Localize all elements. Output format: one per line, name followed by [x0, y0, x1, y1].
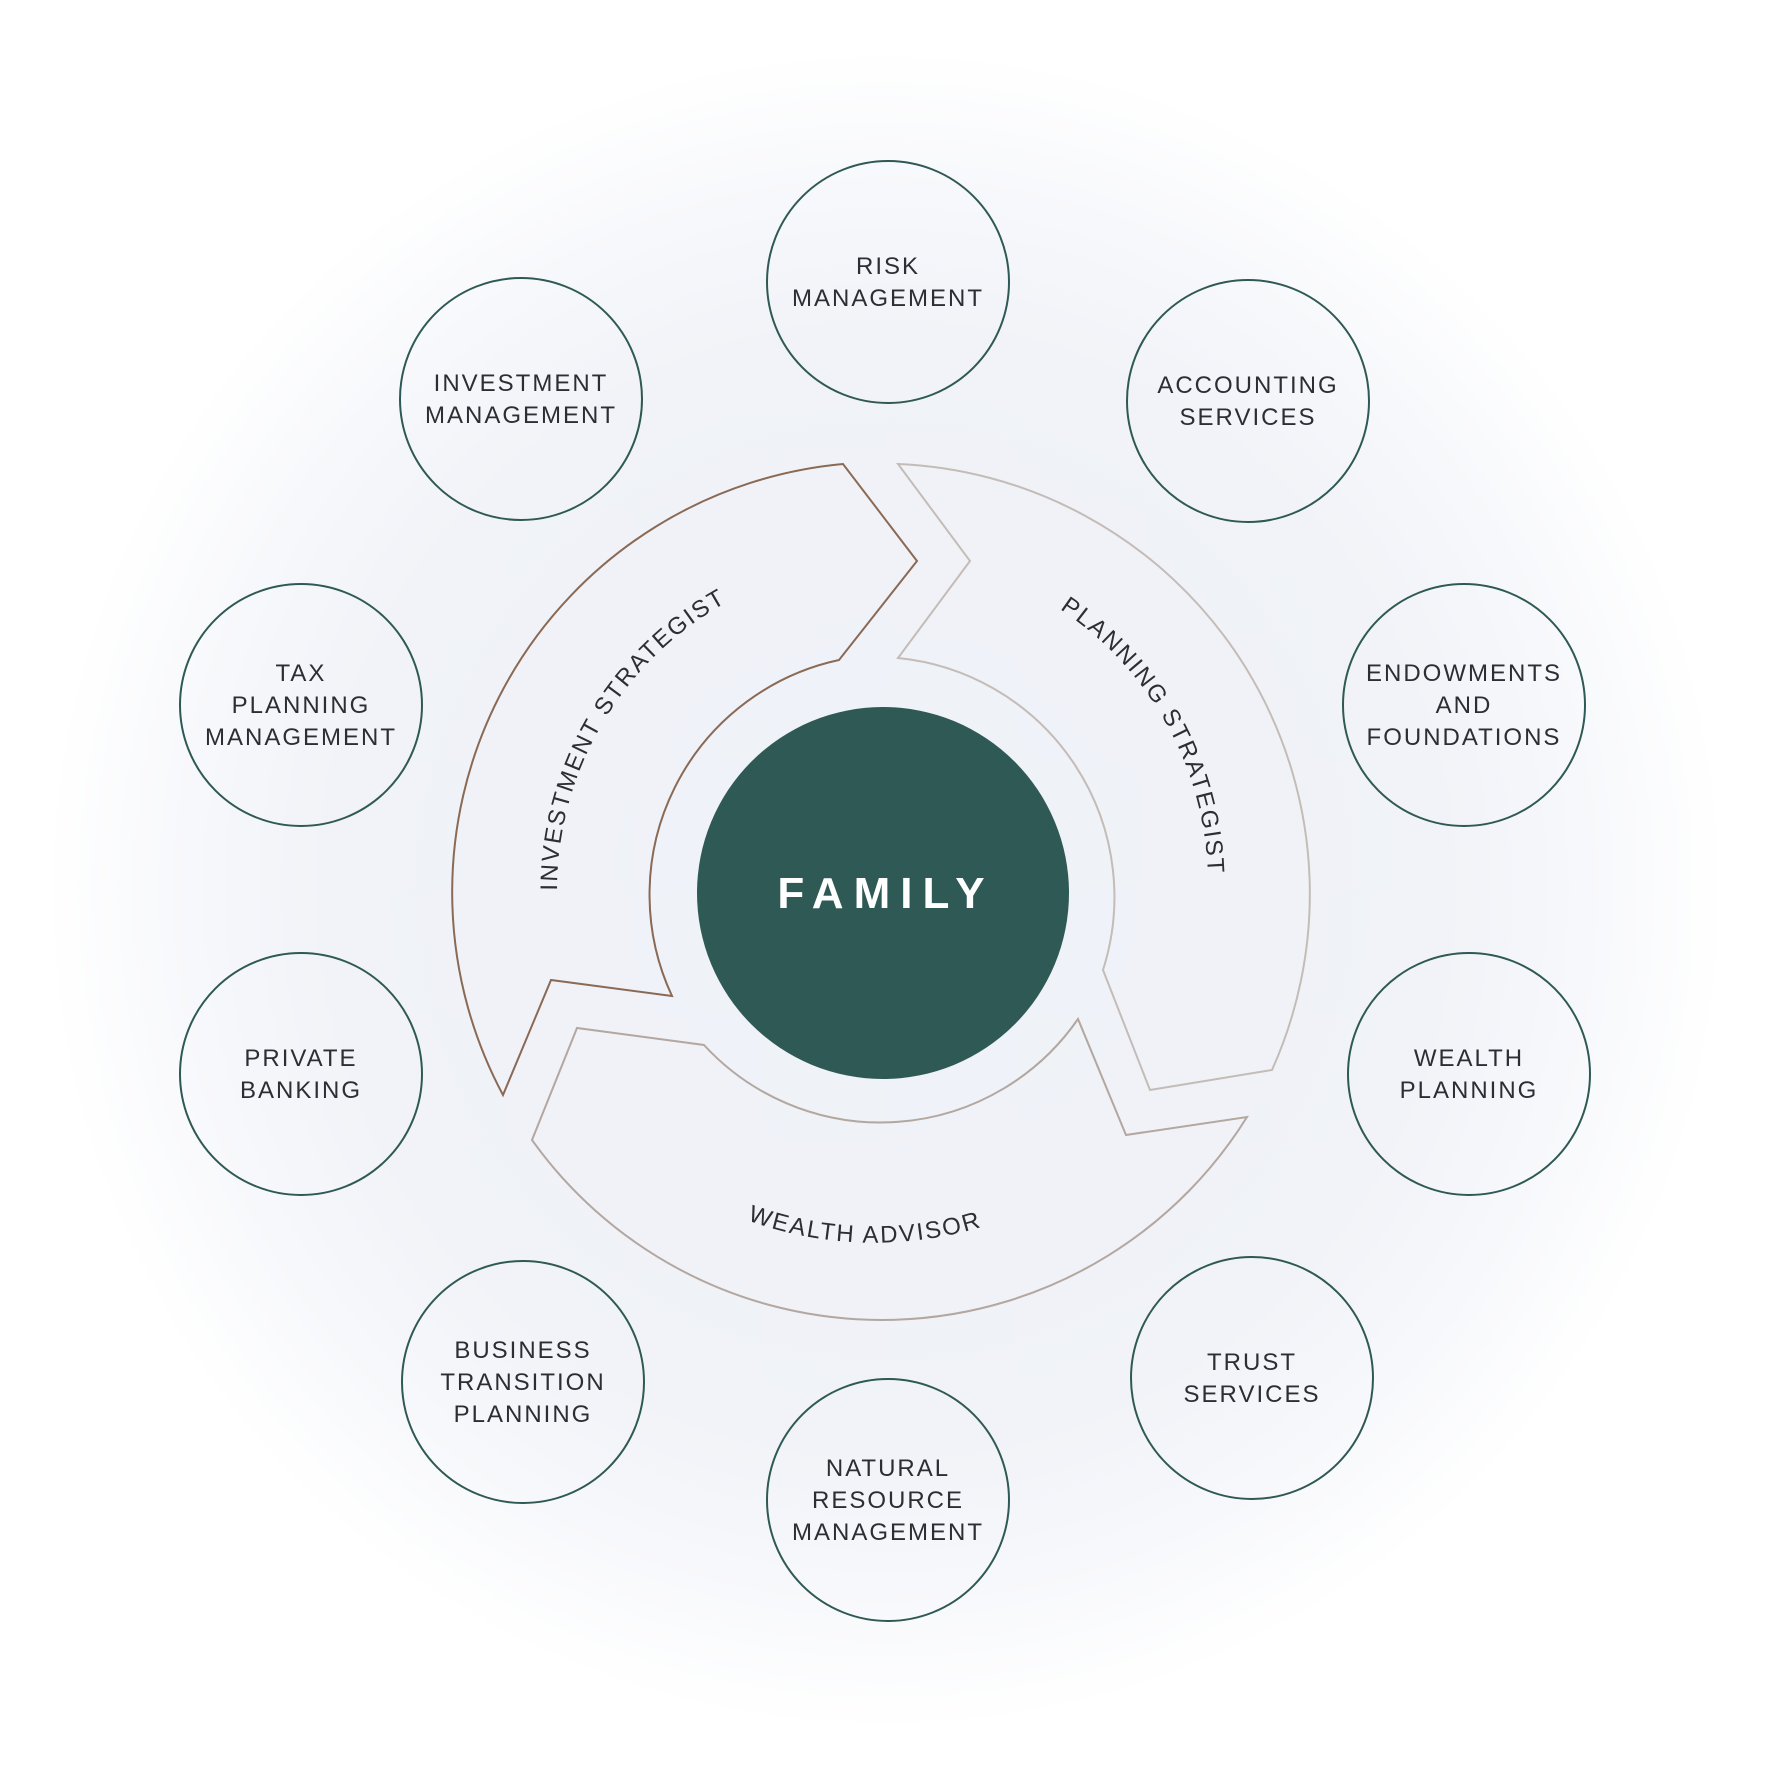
service-label-line: WEALTH [1414, 1045, 1524, 1072]
service-label-line: MANAGEMENT [425, 402, 617, 429]
investment-strategist-arrow [451, 462, 919, 1098]
service-label: NATURAL RESOURCE MANAGEMENT [792, 1455, 984, 1546]
service-circle [1130, 1256, 1374, 1500]
service-circle [179, 952, 423, 1196]
service-accounting: ACCOUNTING SERVICES [1126, 279, 1370, 523]
service-label-line: MANAGEMENT [792, 1519, 984, 1546]
service-label-line: NATURAL [826, 1455, 950, 1482]
service-label: ENDOWMENTS AND FOUNDATIONS [1366, 660, 1562, 751]
service-label: WEALTH PLANNING [1400, 1045, 1539, 1104]
service-label-line: SERVICES [1180, 404, 1317, 431]
service-label-line: MANAGEMENT [792, 285, 984, 312]
service-circle [766, 160, 1010, 404]
service-endowments: ENDOWMENTS AND FOUNDATIONS [1342, 583, 1586, 827]
family-center-circle [697, 707, 1069, 1079]
planning-strategist-label-text: PLANNING STRATEGIST [1056, 592, 1227, 876]
planning-strategist-label: PLANNING STRATEGIST [1056, 592, 1229, 876]
service-label-line: BUSINESS [454, 1337, 591, 1364]
service-circle [1347, 952, 1591, 1196]
service-trust: TRUST SERVICES [1130, 1256, 1374, 1500]
service-label: RISK MANAGEMENT [792, 253, 984, 312]
service-label-line: AND [1436, 692, 1493, 719]
service-label: TRUST SERVICES [1184, 1349, 1321, 1408]
service-circle [401, 1260, 645, 1504]
service-label-line: INVESTMENT [434, 370, 609, 397]
service-circle [1126, 279, 1370, 523]
service-circle [766, 1378, 1010, 1622]
service-label-line: MANAGEMENT [205, 724, 397, 751]
service-label-line: RESOURCE [812, 1487, 964, 1514]
service-label: PRIVATE BANKING [240, 1045, 362, 1104]
service-investment-management: INVESTMENT MANAGEMENT [399, 277, 643, 521]
service-label-line: PLANNING [454, 1401, 593, 1428]
service-natural-resource: NATURAL RESOURCE MANAGEMENT [766, 1378, 1010, 1622]
service-label: BUSINESS TRANSITION PLANNING [440, 1337, 605, 1428]
service-label-line: ENDOWMENTS [1366, 660, 1562, 687]
investment-strategist-label-text: INVESTMENT STRATEGIST [536, 583, 729, 890]
service-label-line: PRIVATE [244, 1045, 357, 1072]
service-wealth-planning: WEALTH PLANNING [1347, 952, 1591, 1196]
service-label-line: PLANNING [1400, 1077, 1539, 1104]
service-label: ACCOUNTING SERVICES [1157, 372, 1338, 431]
service-private-banking: PRIVATE BANKING [179, 952, 423, 1196]
service-label-line: TAX [276, 660, 327, 687]
service-label-line: RISK [856, 253, 920, 280]
service-tax-planning: TAX PLANNING MANAGEMENT [179, 583, 423, 827]
service-label-line: PLANNING [232, 692, 371, 719]
wealth-advisor-label: WEALTH ADVISOR [745, 1200, 984, 1248]
service-circle [179, 583, 423, 827]
service-label-line: BANKING [240, 1077, 362, 1104]
investment-strategist-label: INVESTMENT STRATEGIST [536, 583, 731, 890]
service-label-line: TRANSITION [440, 1369, 605, 1396]
service-risk: RISK MANAGEMENT [766, 160, 1010, 404]
service-label: TAX PLANNING MANAGEMENT [205, 660, 397, 751]
wealth-advisor-arrow [530, 1016, 1249, 1321]
service-label-line: ACCOUNTING [1157, 372, 1338, 399]
service-circle [1342, 583, 1586, 827]
wealth-advisor-label-text: WEALTH ADVISOR [745, 1200, 982, 1248]
family-center-label: FAMILY [777, 869, 994, 918]
service-label: INVESTMENT MANAGEMENT [425, 370, 617, 429]
service-label-line: TRUST [1207, 1349, 1297, 1376]
service-circle [399, 277, 643, 521]
service-business-transition: BUSINESS TRANSITION PLANNING [401, 1260, 645, 1504]
planning-strategist-arrow [895, 462, 1311, 1092]
service-label-line: SERVICES [1184, 1381, 1321, 1408]
service-label-line: FOUNDATIONS [1367, 724, 1562, 751]
